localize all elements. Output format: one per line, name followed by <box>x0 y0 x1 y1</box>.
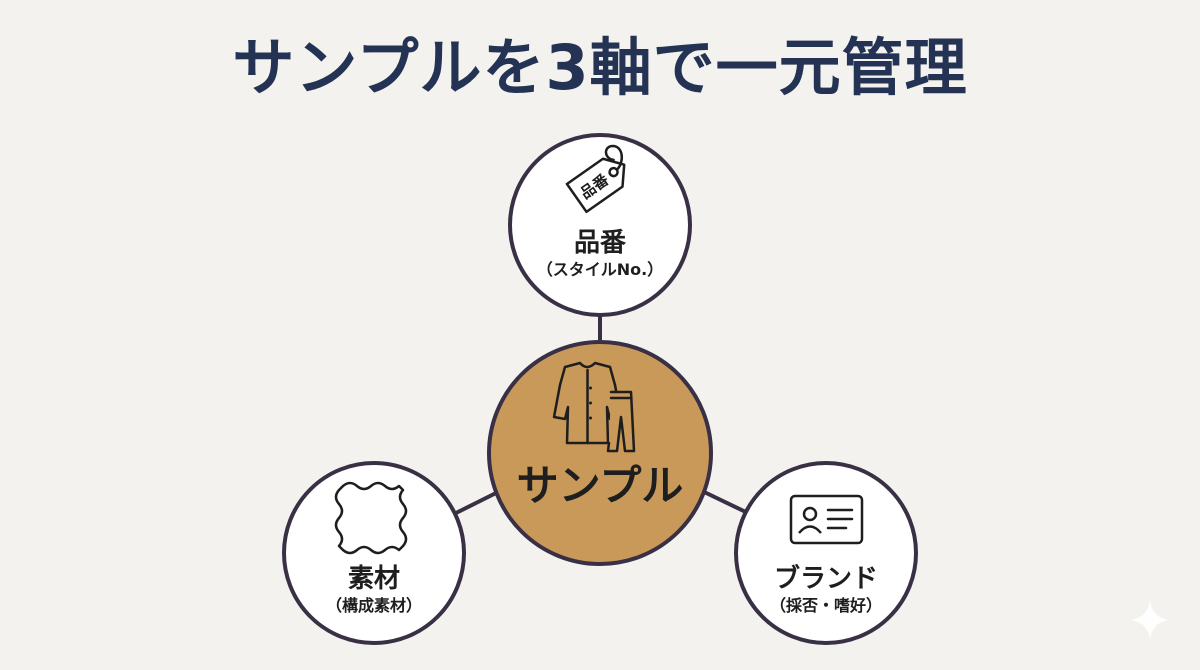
node-material-label: 素材 <box>347 564 400 594</box>
node-material-sub: （構成素材） <box>325 596 422 615</box>
node-brand-label: ブランド <box>773 564 878 594</box>
node-brand-text: ブランド （採否・嗜好） <box>736 563 916 617</box>
sparkle-icon <box>1130 600 1170 640</box>
tag-icon: 品番 <box>565 144 626 214</box>
fabric-swatch-icon <box>334 481 408 555</box>
node-style-number-text: 品番 （スタイルNo.） <box>510 227 690 281</box>
clothing-icon <box>552 361 636 453</box>
id-card-icon <box>789 494 864 545</box>
connector-right <box>699 488 753 517</box>
node-brand-sub: （採否・嗜好） <box>769 596 882 615</box>
center-node-label: サンプル <box>516 461 684 510</box>
node-brand-circle[interactable] <box>734 461 918 645</box>
node-style-number-sub: （スタイルNo.） <box>536 260 664 279</box>
node-material-text: 素材 （構成素材） <box>284 563 464 617</box>
node-style-number-label: 品番 <box>573 228 626 258</box>
center-node-circle[interactable] <box>487 340 713 566</box>
node-style-number-circle[interactable] <box>508 133 692 317</box>
page-title: サンプルを3軸で一元管理 <box>232 31 968 104</box>
connector-left <box>451 488 503 517</box>
